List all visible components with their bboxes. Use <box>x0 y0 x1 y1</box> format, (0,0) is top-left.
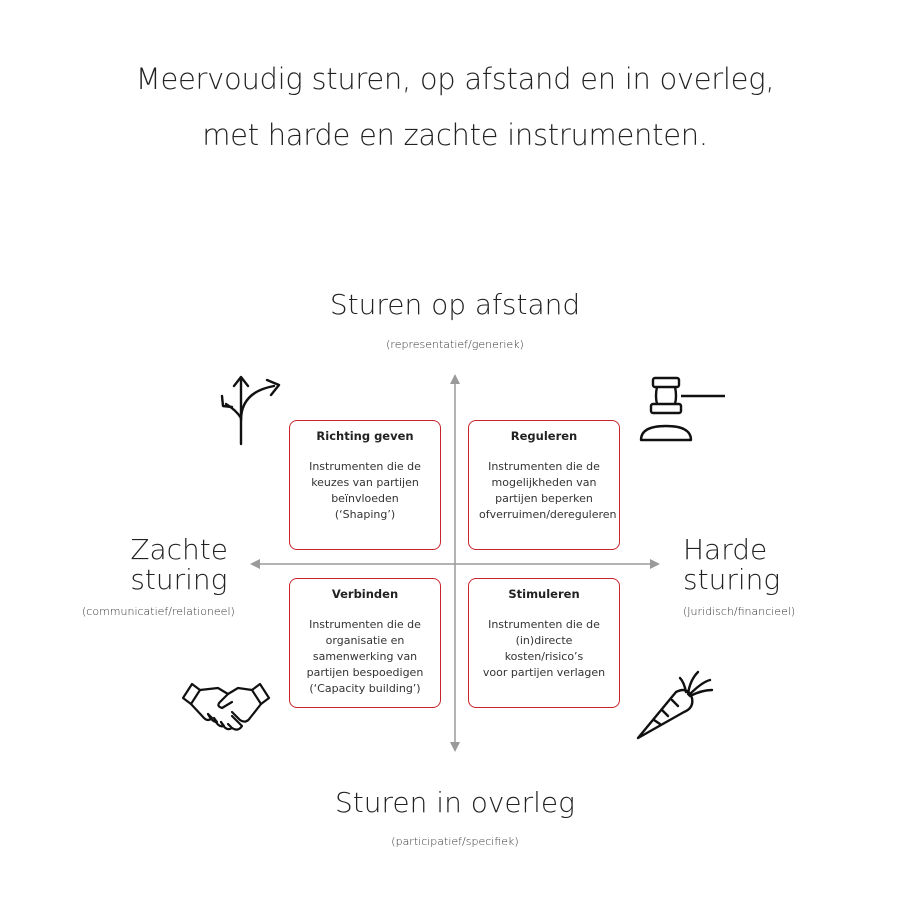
quadrant-title: Reguleren <box>510 429 578 443</box>
axis-right-line1: Harde <box>683 533 768 566</box>
axis-left-sub: (communicatief/relationeel) <box>82 605 235 618</box>
desc-line: Instrumenten die de <box>488 618 600 631</box>
axis-top-sub: (representatief/generiek) <box>386 338 524 351</box>
axis-bottom-label: Sturen in overleg <box>335 786 575 819</box>
axis-bottom-sub: (participatief/specifiek) <box>391 835 519 848</box>
gavel-icon <box>639 376 725 442</box>
quadrant-title: Stimuleren <box>508 587 580 601</box>
desc-line: (‘Shaping’) <box>334 508 396 521</box>
desc-line: voor partijen verlagen <box>482 666 606 679</box>
quadrant-title: Verbinden <box>331 587 399 601</box>
quadrant-richting-geven: Richting geven Instrumenten die de keuze… <box>289 420 441 550</box>
desc-line: (‘Capacity building’) <box>309 682 421 695</box>
quadrant-title: Richting geven <box>316 429 414 443</box>
axis-right-line2: sturing <box>683 563 781 596</box>
desc-line: beïnvloeden <box>331 492 399 505</box>
quadrant-description: Instrumenten die de mogelijkheden van pa… <box>469 459 619 523</box>
axis-left-label: Zachte sturing <box>130 535 228 595</box>
title-line-2: met harde en zachte instrumenten. <box>202 118 708 152</box>
desc-line: mogelijkheden van <box>491 476 597 489</box>
axis-left-line2: sturing <box>130 563 228 596</box>
axis-right-label: Harde sturing <box>683 535 780 595</box>
desc-line: keuzes van partijen <box>311 476 419 489</box>
quadrant-description: Instrumenten die de keuzes van partijen … <box>290 459 440 523</box>
quadrant-description: Instrumenten die de organisatie en samen… <box>290 617 440 697</box>
desc-line: partijen beperken <box>495 492 593 505</box>
desc-line: partijen bespoedigen <box>306 666 424 679</box>
desc-line: ofverruimen/dereguleren <box>479 508 617 521</box>
desc-line: (in)directe kosten/risico’s <box>504 634 584 663</box>
carrot-icon <box>636 670 714 740</box>
signpost-arrows-icon <box>220 375 281 446</box>
quadrant-stimuleren: Stimuleren Instrumenten die de (in)direc… <box>468 578 620 708</box>
desc-line: samenwerking van <box>312 650 418 663</box>
desc-line: Instrumenten die de <box>309 460 421 473</box>
quadrant-description: Instrumenten die de (in)directe kosten/r… <box>469 617 619 681</box>
title-line-1: Meervoudig sturen, op afstand en in over… <box>135 62 775 96</box>
axis-right-sub: (Juridisch/financieel) <box>683 605 796 618</box>
axis-left-line1: Zachte <box>130 533 228 566</box>
quadrant-reguleren: Reguleren Instrumenten die de mogelijkhe… <box>468 420 620 550</box>
axis-top-label: Sturen op afstand <box>329 288 581 321</box>
quadrant-verbinden: Verbinden Instrumenten die de organisati… <box>289 578 441 708</box>
desc-line: Instrumenten die de <box>309 618 421 631</box>
desc-line: organisatie en <box>325 634 405 647</box>
desc-line: Instrumenten die de <box>488 460 600 473</box>
handshake-icon <box>181 682 271 731</box>
